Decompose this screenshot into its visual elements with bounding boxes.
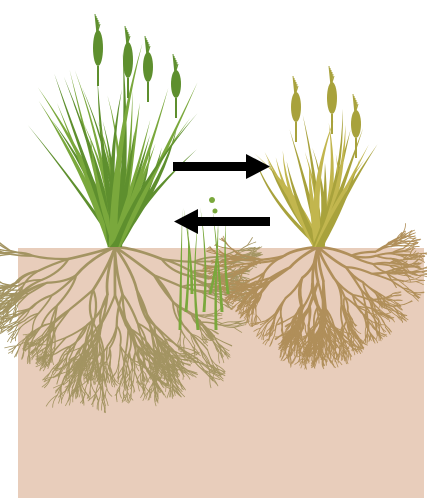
root-branch [390,265,401,266]
stressed-grass-plant-icon [254,66,377,247]
seed [213,209,218,214]
healthy-grass-plant-icon [28,14,198,247]
root-branch [215,245,223,247]
seed-head [171,54,181,118]
root-branch [293,326,294,335]
seed-head [327,66,337,134]
root-branch [404,243,412,244]
seed-head [93,14,103,86]
root-branch [415,263,422,264]
arrow-left-icon [174,209,270,234]
root-branch [412,246,419,247]
seed [209,197,215,203]
root-branch [0,285,4,286]
root-branch [135,352,136,368]
root-branch [110,348,111,366]
root-branch [0,240,11,251]
seed-head [143,36,153,102]
seed-head [291,76,301,142]
root-branch [404,223,405,230]
seed-head [351,94,361,158]
